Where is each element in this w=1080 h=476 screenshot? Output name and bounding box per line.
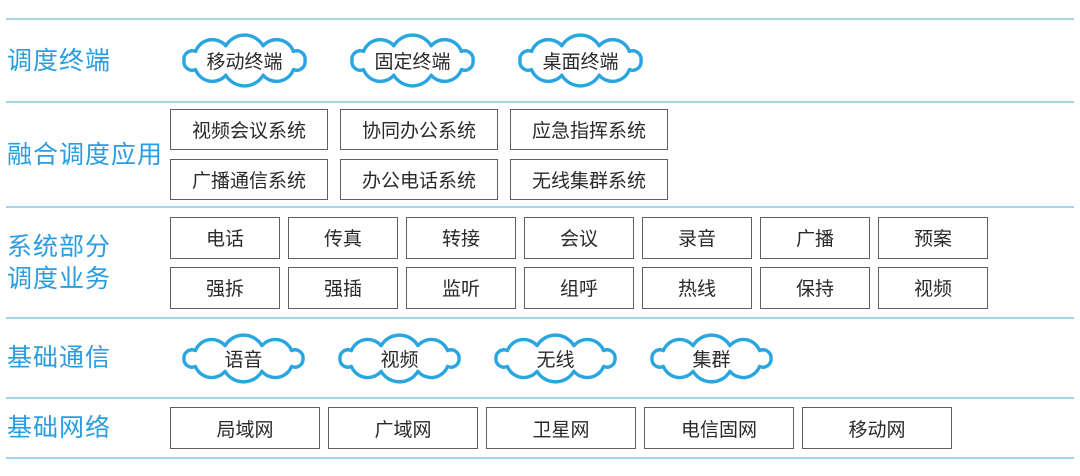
box-label: 会议: [559, 229, 598, 250]
box-label: 组呼: [559, 279, 598, 300]
box-item: 电信固网: [644, 407, 794, 449]
box-item: 强拆: [170, 266, 280, 309]
item-line: 广播通信系统 办公电话系统 无线集群系统: [170, 159, 668, 200]
cloud-label: 集群: [692, 349, 731, 371]
box-label: 广播: [795, 229, 834, 250]
cloud-icon: [182, 33, 307, 88]
box-label: 传真: [323, 229, 362, 250]
cloud-label: 桌面终端: [542, 52, 619, 73]
item-line: 强拆 强插 监听 组呼 热线 保持 视频: [170, 266, 988, 309]
box-item: 强插: [288, 266, 398, 309]
box-item: 广域网: [328, 407, 478, 449]
layer-content: 语音 视频 无线 集群: [176, 332, 779, 385]
layer-content: 局域网 广域网 卫星网 电信固网 移动网: [170, 407, 952, 449]
layer-content: 视频会议系统 协同办公系统 应急指挥系统广播通信系统 办公电话系统 无线集群系统: [170, 109, 668, 200]
cloud-icon: [650, 332, 773, 384]
box-item: 卫星网: [486, 407, 636, 449]
box-item: 视频: [878, 266, 988, 309]
item-line: 移动终端 固定终端 桌面终端: [176, 32, 649, 89]
box-label: 录音: [677, 229, 716, 250]
cloud-icon: [350, 33, 475, 88]
box-label: 强拆: [205, 279, 244, 300]
cloud-item: 无线: [488, 332, 623, 385]
box-label: 电话: [205, 229, 244, 250]
box-label: 热线: [677, 279, 716, 300]
cloud-icon: [518, 33, 643, 88]
box-item: 传真: [288, 216, 398, 259]
cloud-item: 固定终端: [344, 32, 481, 89]
layer-basic-network: 基础网络 局域网 广域网 卫星网 电信固网 移动网: [6, 397, 1074, 459]
cloud-label: 语音: [224, 349, 263, 371]
cloud-item: 桌面终端: [512, 32, 649, 89]
box-label: 广播通信系统: [191, 171, 306, 192]
box-label: 广域网: [374, 419, 432, 441]
box-item: 热线: [642, 266, 752, 309]
box-label: 移动网: [848, 419, 906, 441]
layer-dispatch-terminals: 调度终端 移动终端 固定终端 桌面终端: [6, 18, 1074, 101]
item-line: 局域网 广域网 卫星网 电信固网 移动网: [170, 407, 952, 449]
box-item: 录音: [642, 216, 752, 259]
box-item: 广播: [760, 216, 870, 259]
box-label: 无线集群系统: [531, 171, 646, 192]
box-label: 监听: [441, 279, 480, 300]
box-item: 视频会议系统: [170, 109, 328, 150]
box-item: 应急指挥系统: [510, 109, 668, 150]
box-label: 应急指挥系统: [531, 121, 646, 142]
box-label: 卫星网: [532, 419, 590, 441]
box-item: 预案: [878, 216, 988, 259]
layer-label: 融合调度应用: [7, 140, 164, 169]
box-item: 保持: [760, 266, 870, 309]
cloud-item: 视频: [332, 332, 467, 385]
box-item: 转接: [406, 216, 516, 259]
cloud-label: 无线: [536, 349, 575, 371]
box-label: 视频: [913, 279, 952, 300]
cloud-label: 移动终端: [206, 52, 283, 73]
cloud-item: 集群: [644, 332, 779, 385]
box-item: 无线集群系统: [510, 159, 668, 200]
cloud-icon: [338, 332, 461, 384]
box-item: 电话: [170, 216, 280, 259]
cloud-icon: [182, 332, 305, 384]
layer-label: 调度终端: [7, 46, 112, 75]
box-item: 广播通信系统: [170, 159, 328, 200]
box-item: 移动网: [802, 407, 952, 449]
box-item: 监听: [406, 266, 516, 309]
box-label: 强插: [323, 279, 362, 300]
box-item: 局域网: [170, 407, 320, 449]
cloud-label: 视频: [380, 349, 419, 371]
layer-label: 基础网络: [7, 414, 112, 442]
layer-content: 移动终端 固定终端 桌面终端: [176, 32, 649, 89]
item-line: 视频会议系统 协同办公系统 应急指挥系统: [170, 109, 668, 150]
layer-content: 电话 传真 转接 会议 录音 广播 预案强拆 强插 监听 组呼 热线 保持 视频: [170, 216, 988, 309]
layer-basic-communication: 基础通信 语音 视频 无线 集群: [6, 317, 1074, 397]
cloud-icon: [494, 332, 617, 384]
box-label: 视频会议系统: [191, 121, 306, 142]
cloud-item: 移动终端: [176, 32, 313, 89]
box-item: 会议: [524, 216, 634, 259]
box-label: 保持: [795, 279, 834, 300]
layer-system-dispatch-services: 系统部分 调度业务 电话 传真 转接 会议 录音 广播 预案强拆 强插 监听 组呼 热线 保持 视频: [6, 206, 1074, 317]
box-label: 局域网: [216, 419, 274, 441]
box-item: 办公电话系统: [340, 159, 498, 200]
box-label: 预案: [913, 229, 952, 250]
layer-label: 基础通信: [7, 344, 112, 372]
box-label: 电信固网: [680, 419, 757, 441]
box-label: 办公电话系统: [361, 171, 476, 192]
item-line: 语音 视频 无线 集群: [176, 332, 779, 385]
box-label: 协同办公系统: [361, 121, 476, 142]
cloud-item: 语音: [176, 332, 311, 385]
box-item: 协同办公系统: [340, 109, 498, 150]
item-line: 电话 传真 转接 会议 录音 广播 预案: [170, 216, 988, 259]
layer-converged-dispatch-apps: 融合调度应用 视频会议系统 协同办公系统 应急指挥系统广播通信系统 办公电话系统 无线集…: [6, 101, 1074, 206]
cloud-label: 固定终端: [374, 52, 451, 73]
box-label: 转接: [441, 229, 480, 250]
layer-label: 系统部分 调度业务: [7, 232, 112, 293]
box-item: 组呼: [524, 266, 634, 309]
